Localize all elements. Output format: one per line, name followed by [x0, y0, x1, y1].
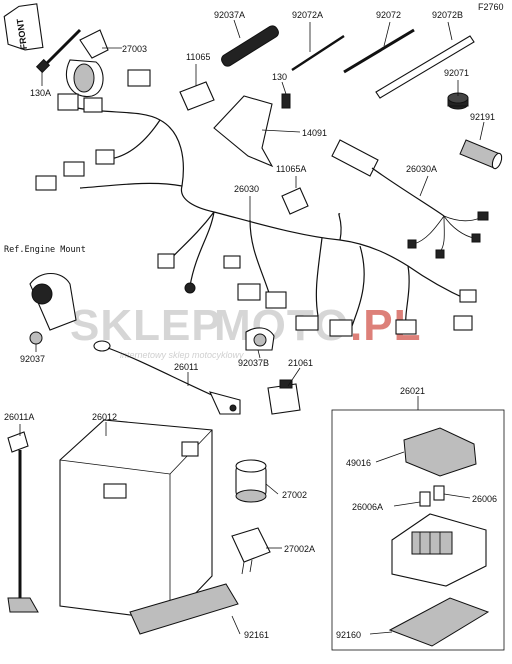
horn-27003 [65, 29, 109, 98]
label-130: 130 [272, 72, 287, 82]
label-92072B: 92072B [432, 10, 463, 20]
tube-92191 [459, 139, 503, 170]
watermark-tagline: internetowy sklep motocyklowy [120, 350, 244, 360]
label-26006A: 26006A [352, 502, 383, 512]
label-92037B: 92037B [238, 358, 269, 368]
relay-21061 [267, 379, 301, 415]
leader-lines [19, 19, 485, 635]
cover-49016 [403, 427, 477, 477]
front-label: FRONT [15, 18, 29, 51]
label-130A: 130A [30, 88, 51, 98]
relay-27002 [235, 459, 267, 503]
tie-wrap-92072 [343, 28, 415, 74]
watermark-brand-a: SKLEP [70, 301, 222, 350]
label-26012: 26012 [92, 412, 117, 422]
label-27002A: 27002A [284, 544, 315, 554]
watermark-brand-b: MOTO [214, 301, 349, 350]
pad-92161 [129, 583, 239, 635]
label-49016: 49016 [346, 458, 371, 468]
fuse-26006 [433, 485, 445, 501]
fusebox-body [391, 513, 487, 587]
bracket-92037 [29, 272, 77, 345]
label-92160: 92160 [336, 630, 361, 640]
label-92072A: 92072A [292, 10, 323, 20]
cover-14091 [213, 95, 274, 168]
label-92191: 92191 [470, 112, 495, 122]
diagram-code: F2760 [478, 2, 504, 12]
label-26011: 26011 [174, 362, 198, 372]
battery-26012 [59, 419, 213, 621]
cable-26011 [93, 340, 241, 415]
label-26011A: 26011A [4, 412, 34, 422]
part-labels: 27003 130A 92037A 92072A 92072 92072B 11… [4, 10, 497, 640]
clamp-92037B [245, 327, 275, 351]
label-14091: 14091 [302, 128, 327, 138]
label-26021: 26021 [400, 386, 425, 396]
fuse-26006A [419, 491, 431, 507]
harness-connectors [35, 69, 477, 337]
label-27002: 27002 [282, 490, 307, 500]
tie-wrap-92072A [291, 34, 345, 72]
clamp-11065A [281, 187, 309, 215]
watermark: SKLEP MOTO .PL internetowy sklep motocyk… [70, 301, 420, 360]
tie-wrap-92072B [375, 35, 475, 99]
label-27003: 27003 [122, 44, 147, 54]
label-26006: 26006 [472, 494, 497, 504]
main-harness-26030 [59, 103, 469, 327]
bolt-130 [281, 93, 291, 109]
front-arrow: FRONT [3, 3, 44, 51]
label-11065: 11065 [186, 52, 210, 62]
sub-harness-26030A [331, 139, 489, 259]
label-92037: 92037 [20, 354, 45, 364]
label-92037A: 92037A [214, 10, 245, 20]
label-11065A: 11065A [276, 164, 306, 174]
label-92072: 92072 [376, 10, 401, 20]
pad-92160 [388, 597, 490, 647]
label-26030: 26030 [234, 184, 259, 194]
label-26030A: 26030A [406, 164, 437, 174]
cable-26011A [7, 431, 39, 613]
bolt-130A [35, 28, 82, 74]
label-92161: 92161 [244, 630, 269, 640]
label-21061: 21061 [288, 358, 313, 368]
reference-text: Ref.Engine Mount [4, 245, 86, 255]
clamp-92037A [221, 25, 279, 67]
label-92071: 92071 [444, 68, 469, 78]
clamp-11065 [179, 81, 215, 111]
relay-27002A [231, 527, 271, 575]
